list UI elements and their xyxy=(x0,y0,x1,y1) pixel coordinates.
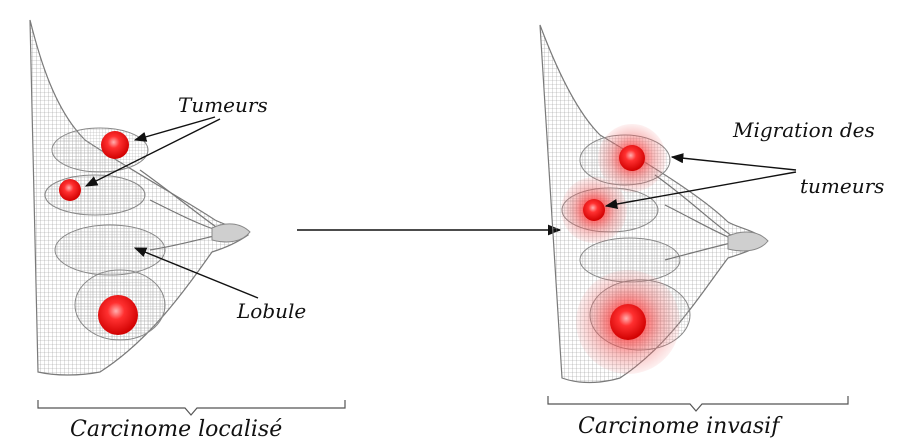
lobe xyxy=(55,225,165,275)
arrow-migration-1 xyxy=(672,157,796,170)
caption-carcinome-invasif: Carcinome invasif xyxy=(578,414,783,439)
tumor xyxy=(610,304,646,340)
brace-left xyxy=(38,400,345,415)
tumor xyxy=(59,179,81,201)
tumor xyxy=(101,131,129,159)
breast-left xyxy=(30,20,250,375)
nipple-left xyxy=(212,224,250,242)
arrow-tumeurs-1 xyxy=(135,117,215,140)
breast-right xyxy=(540,25,768,383)
tumor xyxy=(619,145,645,171)
label-tumeurs: Tumeurs xyxy=(178,93,268,117)
lobe xyxy=(52,128,148,172)
label-lobule: Lobule xyxy=(236,299,306,323)
label-migration-line1: Migration des xyxy=(732,118,875,142)
brace-right xyxy=(548,396,848,411)
nipple-right xyxy=(728,232,768,251)
caption-carcinome-localise: Carcinome localisé xyxy=(70,417,282,439)
label-migration-line2: tumeurs xyxy=(800,174,884,198)
tumor xyxy=(98,295,138,335)
tumor xyxy=(583,199,605,221)
